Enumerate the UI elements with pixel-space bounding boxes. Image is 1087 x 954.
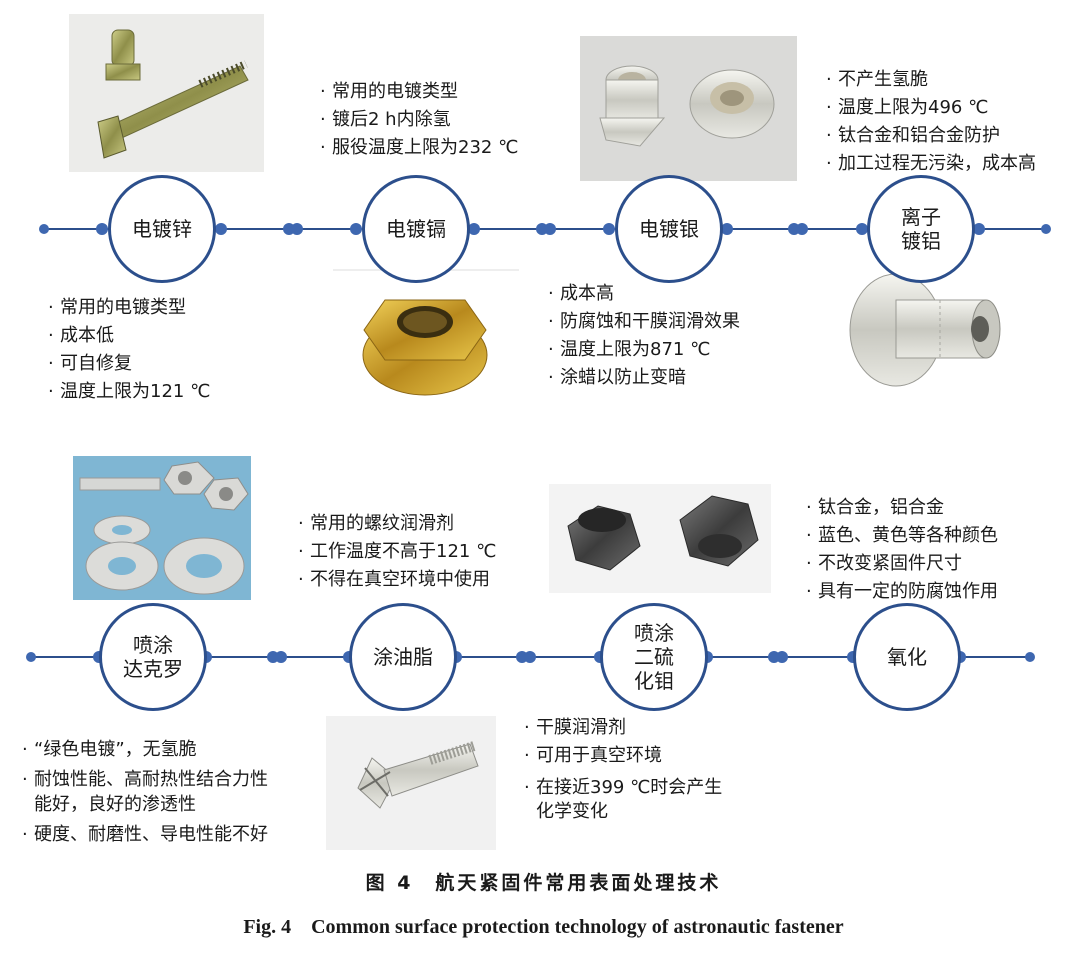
- grease-bullets: 常用的螺纹润滑剂 工作温度不高于121 ℃ 不得在真空环境中使用: [298, 510, 496, 594]
- bullet-item: 可用于真空环境: [524, 744, 722, 768]
- bullet-item: 硬度、耐磨性、导电性能不好: [22, 822, 268, 847]
- bullet-item: 防腐蚀和干膜润滑效果: [548, 308, 740, 336]
- silver-parts-photo: [580, 36, 797, 181]
- row2-end-dot-right: [1025, 652, 1035, 662]
- bullet-item: 成本低: [48, 322, 210, 350]
- bullet-item: 服役温度上限为232 ℃: [320, 134, 518, 162]
- node-label: 涂油脂: [373, 645, 433, 669]
- ion-aluminum-photo: [842, 270, 1012, 390]
- bullet-item: 在接近399 ℃时会产生 化学变化: [524, 776, 722, 824]
- silver-bullets: 成本高 防腐蚀和干膜润滑效果 温度上限为871 ℃ 涂蜡以防止变暗: [548, 280, 740, 392]
- bullet-item: 温度上限为496 ℃: [826, 94, 1036, 122]
- cadmium-bullets: 常用的电镀类型 镀后2 h内除氢 服役温度上限为232 ℃: [320, 78, 518, 162]
- figure-caption-chinese: 图 4 航天紧固件常用表面处理技术: [365, 872, 722, 894]
- bullet-item: 具有一定的防腐蚀作用: [806, 578, 998, 606]
- bullet-item: 加工过程无污染，成本高: [826, 150, 1036, 178]
- mos2-nuts-photo: [549, 484, 771, 593]
- figure-caption-english: Fig. 4 Common surface protection technol…: [243, 916, 844, 938]
- dacromet-parts-photo: [73, 456, 251, 600]
- bullet-item: 温度上限为871 ℃: [548, 336, 740, 364]
- bullet-item: 不得在真空环境中使用: [298, 566, 496, 594]
- mos2-bullets: 干膜润滑剂 可用于真空环境 在接近399 ℃时会产生 化学变化: [524, 716, 722, 824]
- node-label: 离子 镀铝: [901, 205, 941, 253]
- bullet-item: 可自修复: [48, 350, 210, 378]
- node-electro-silver: 电镀银: [615, 175, 723, 283]
- bullet-item: 耐蚀性能、高耐热性结合力性 能好，良好的渗透性: [22, 767, 268, 817]
- row1-end-dot-left: [39, 224, 49, 234]
- node-ion-aluminum: 离子 镀铝: [867, 175, 975, 283]
- bullet-item: 工作温度不高于121 ℃: [298, 538, 496, 566]
- node-electro-zinc: 电镀锌: [108, 175, 216, 283]
- zinc-bullets: 常用的电镀类型 成本低 可自修复 温度上限为121 ℃: [48, 294, 210, 406]
- node-label: 电镀镉: [386, 217, 446, 241]
- bullet-item: 钛合金，铝合金: [806, 494, 998, 522]
- ion-aluminum-bullets: 不产生氢脆 温度上限为496 ℃ 钛合金和铝合金防护 加工过程无污染，成本高: [826, 66, 1036, 178]
- greased-bolt-photo: [326, 716, 496, 850]
- node-label: 电镀锌: [132, 217, 192, 241]
- row2-end-dot-left: [26, 652, 36, 662]
- bullet-item: 不改变紧固件尺寸: [806, 550, 998, 578]
- bullet-item: 常用的电镀类型: [320, 78, 518, 106]
- bullet-item: 温度上限为121 ℃: [48, 378, 210, 406]
- node-label: 喷涂 二硫 化钼: [634, 621, 674, 693]
- node-oxidation: 氧化: [853, 603, 961, 711]
- node-electro-cadmium: 电镀镉: [362, 175, 470, 283]
- bullet-item: 涂蜡以防止变暗: [548, 364, 740, 392]
- bullet-item: 常用的电镀类型: [48, 294, 210, 322]
- cadmium-nut-photo: [333, 268, 519, 410]
- node-grease: 涂油脂: [349, 603, 457, 711]
- bullet-item: 镀后2 h内除氢: [320, 106, 518, 134]
- node-label: 喷涂 达克罗: [123, 633, 183, 681]
- bullet-item: 常用的螺纹润滑剂: [298, 510, 496, 538]
- oxidation-bullets: 钛合金，铝合金 蓝色、黄色等各种颜色 不改变紧固件尺寸 具有一定的防腐蚀作用: [806, 494, 998, 606]
- dacromet-bullets: “绿色电镀”，无氢脆 耐蚀性能、高耐热性结合力性 能好，良好的渗透性 硬度、耐磨…: [22, 737, 268, 847]
- bullet-item: 不产生氢脆: [826, 66, 1036, 94]
- zinc-bolt-photo: [69, 14, 264, 172]
- node-label: 电镀银: [639, 217, 699, 241]
- node-mos2: 喷涂 二硫 化钼: [600, 603, 708, 711]
- node-dacromet: 喷涂 达克罗: [99, 603, 207, 711]
- bullet-item: “绿色电镀”，无氢脆: [22, 737, 268, 762]
- bullet-item: 钛合金和铝合金防护: [826, 122, 1036, 150]
- bullet-item: 成本高: [548, 280, 740, 308]
- row1-end-dot-right: [1041, 224, 1051, 234]
- bullet-item: 干膜润滑剂: [524, 716, 722, 740]
- bullet-item: 蓝色、黄色等各种颜色: [806, 522, 998, 550]
- node-label: 氧化: [887, 645, 927, 669]
